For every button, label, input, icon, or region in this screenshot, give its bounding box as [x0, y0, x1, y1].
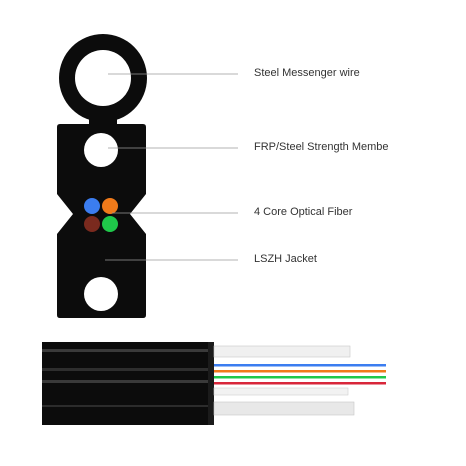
exposed-fiber-red — [214, 382, 386, 385]
label-optical-fiber: 4 Core Optical Fiber — [254, 206, 353, 218]
lszh-jacket — [57, 124, 146, 318]
label-steel-messenger-wire: Steel Messenger wire — [254, 67, 360, 79]
side-messenger-band — [42, 342, 212, 368]
label-lszh-jacket: LSZH Jacket — [254, 253, 317, 265]
side-jacket-highlight-2 — [42, 405, 212, 407]
side-jacket-highlight-1 — [42, 380, 212, 383]
exposed-strength-member-2 — [213, 401, 355, 416]
strength-member-top — [84, 133, 118, 167]
side-jacket-end — [208, 342, 214, 425]
fiber-orange — [102, 198, 118, 214]
side-split-groove — [42, 368, 212, 371]
fiber-brown — [84, 216, 100, 232]
side-jacket-band — [42, 371, 212, 425]
exposed-fiber-green — [214, 376, 386, 379]
strength-member-bottom — [84, 277, 118, 311]
fiber-blue — [84, 198, 100, 214]
fiber-green — [102, 216, 118, 232]
exposed-strength-member-1 — [213, 387, 349, 396]
label-strength-member: FRP/Steel Strength Membe — [254, 141, 389, 153]
steel-messenger-wire — [75, 50, 131, 106]
exposed-fiber-blue — [214, 364, 386, 367]
exposed-fiber-orange — [214, 370, 386, 373]
exposed-messenger-wire — [213, 345, 351, 358]
side-messenger-highlight — [42, 349, 212, 352]
messenger-web — [89, 112, 117, 126]
